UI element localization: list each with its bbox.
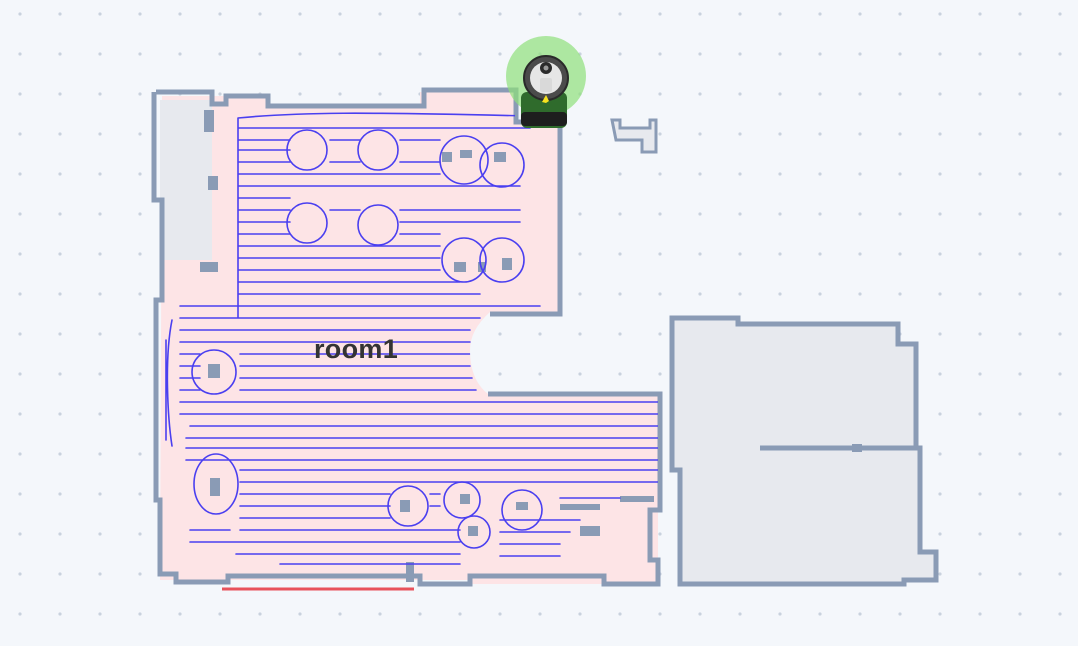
cleaning-path: [165, 112, 658, 565]
robot-vacuum-icon[interactable]: [506, 36, 586, 128]
scan-fragment: [610, 118, 658, 154]
room-label-room1[interactable]: room1: [314, 334, 399, 364]
unexplored-area: [669, 315, 939, 587]
room1-area[interactable]: [151, 87, 663, 587]
